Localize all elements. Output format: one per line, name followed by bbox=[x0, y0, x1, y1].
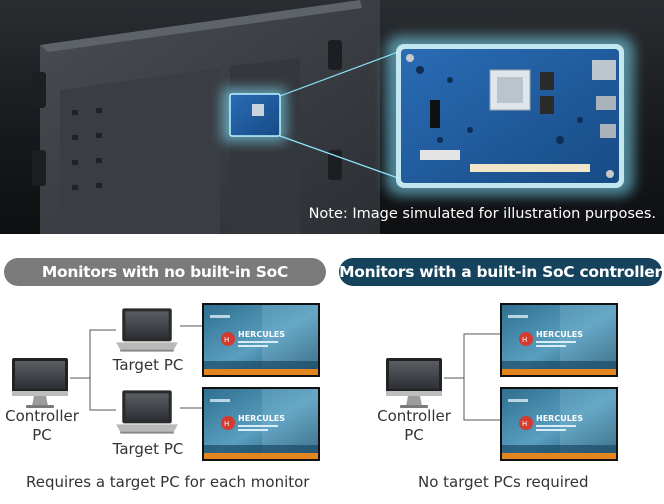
product-photo: Note: Image simulated for illustration p… bbox=[0, 0, 664, 234]
right-connections bbox=[444, 333, 502, 421]
right-controller-pc-label: Controller PC bbox=[377, 407, 451, 444]
right-caption: No target PCs required bbox=[418, 473, 589, 491]
illustration-note: Note: Image simulated for illustration p… bbox=[308, 206, 656, 222]
right-display-bottom bbox=[500, 387, 618, 461]
comparison-diagram: H HERCULES bbox=[12, 303, 618, 461]
soc-board bbox=[401, 49, 619, 183]
right-diagram bbox=[386, 303, 618, 461]
header-with-soc: Monitors with a built-in SoC controller bbox=[339, 258, 662, 286]
right-controller-pc-icon bbox=[386, 358, 442, 408]
left-controller-pc-label: Controller PC bbox=[5, 407, 79, 444]
monitor-with-soc-illustration bbox=[32, 0, 634, 234]
left-caption: Requires a target PC for each monitor bbox=[26, 473, 310, 491]
left-display-bottom bbox=[202, 387, 320, 461]
left-connections bbox=[70, 325, 204, 411]
left-target-pc-top-icon bbox=[116, 308, 178, 352]
header-no-soc: Monitors with no built-in SoC controller bbox=[4, 258, 326, 309]
left-controller-pc-icon bbox=[12, 358, 68, 408]
ethernet-port bbox=[592, 60, 616, 80]
left-target-pc-top-label: Target PC bbox=[112, 356, 184, 374]
left-target-pc-bottom-label: Target PC bbox=[112, 440, 184, 458]
left-display-top bbox=[202, 303, 320, 377]
left-diagram bbox=[12, 303, 320, 461]
left-target-pc-bottom-icon bbox=[116, 390, 178, 434]
right-display-top bbox=[500, 303, 618, 377]
